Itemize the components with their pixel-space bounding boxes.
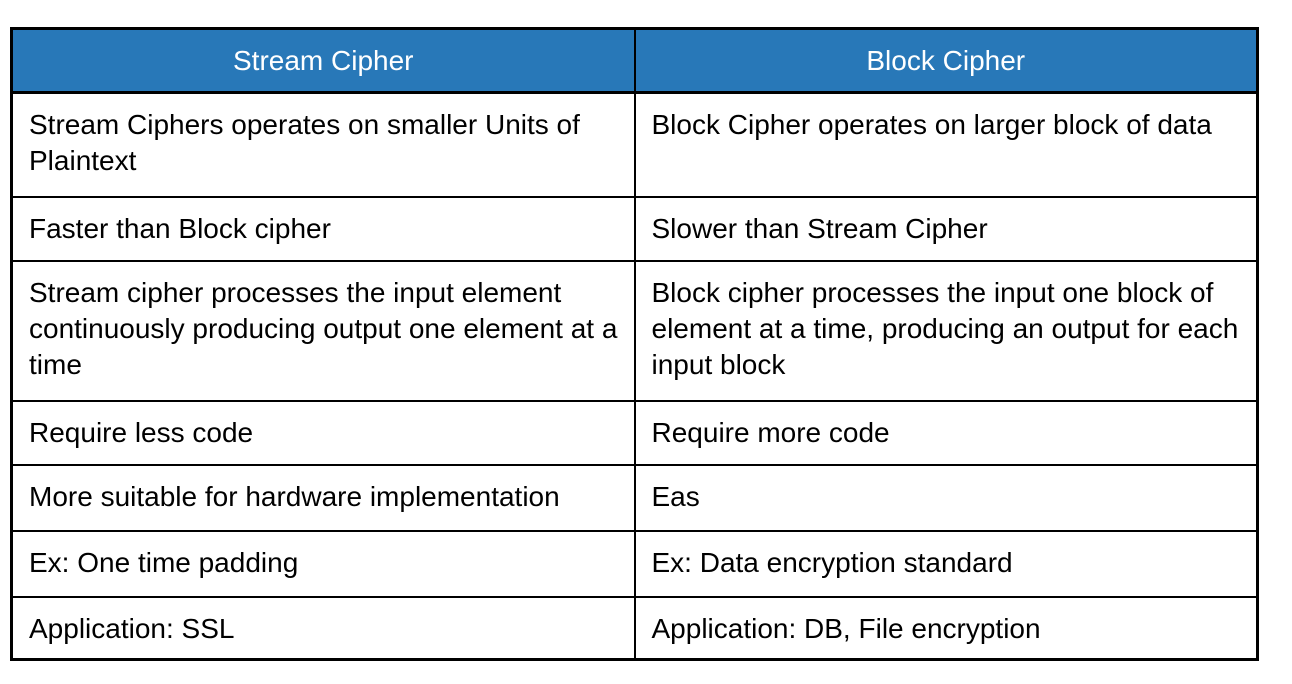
table-row: More suitable for hardware implementatio…	[10, 463, 1259, 532]
table-cell: Application: SSL	[10, 595, 636, 661]
table-cell: Require less code	[10, 399, 636, 466]
table-row: Stream cipher processes the input elemen…	[10, 259, 1259, 402]
table-cell: Slower than Stream Cipher	[633, 195, 1259, 262]
table-cell: Stream cipher processes the input elemen…	[10, 259, 636, 402]
table-cell: Require more code	[633, 399, 1259, 466]
table-cell: Eas	[633, 463, 1259, 532]
column-header-block-cipher: Block Cipher	[633, 27, 1259, 94]
column-header-stream-cipher: Stream Cipher	[10, 27, 636, 94]
table-cell: Block Cipher operates on larger block of…	[633, 91, 1259, 198]
cipher-comparison-table: Stream Cipher Block Cipher Stream Cipher…	[10, 27, 1259, 661]
table-cell: Block cipher processes the input one blo…	[633, 259, 1259, 402]
table-row: Application: SSL Application: DB, File e…	[10, 595, 1259, 661]
table-row: Faster than Block cipher Slower than Str…	[10, 195, 1259, 262]
table-row: Ex: One time padding Ex: Data encryption…	[10, 529, 1259, 598]
table-cell: Faster than Block cipher	[10, 195, 636, 262]
table-row: Require less code Require more code	[10, 399, 1259, 466]
table-cell: Ex: One time padding	[10, 529, 636, 598]
table-cell: Application: DB, File encryption	[633, 595, 1259, 661]
table-cell: More suitable for hardware implementatio…	[10, 463, 636, 532]
table-row: Stream Ciphers operates on smaller Units…	[10, 91, 1259, 198]
table-cell: Ex: Data encryption standard	[633, 529, 1259, 598]
table-cell: Stream Ciphers operates on smaller Units…	[10, 91, 636, 198]
header-row: Stream Cipher Block Cipher	[10, 27, 1259, 94]
